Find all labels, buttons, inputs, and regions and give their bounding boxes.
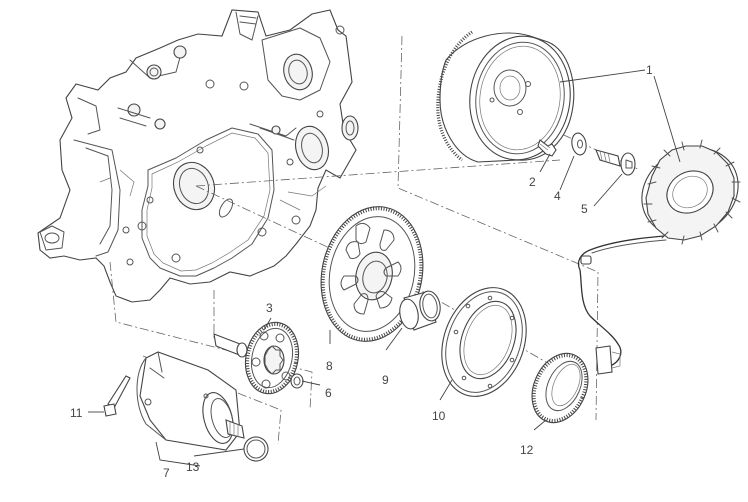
o-ring bbox=[243, 436, 269, 462]
stator bbox=[641, 139, 741, 245]
starter-screw bbox=[103, 375, 131, 417]
idler-washer bbox=[290, 373, 304, 389]
flywheel-rotor bbox=[436, 30, 575, 163]
stator-wiring-connector bbox=[577, 235, 667, 375]
idler-gear bbox=[244, 321, 300, 395]
idler-pin bbox=[213, 333, 248, 358]
callout-3: 3 bbox=[266, 301, 273, 315]
flywheel-bolt bbox=[595, 149, 636, 176]
callouts: 1 2 3 4 5 6 7 8 9 10 11 12 13 bbox=[70, 63, 653, 480]
callout-9: 9 bbox=[382, 373, 389, 387]
crankcase-half bbox=[37, 9, 359, 303]
callout-13: 13 bbox=[186, 460, 200, 474]
bushing bbox=[399, 290, 441, 331]
callout-5: 5 bbox=[581, 202, 588, 216]
freewheel-housing bbox=[441, 287, 527, 397]
leader-lines bbox=[88, 69, 681, 467]
callout-2: 2 bbox=[529, 175, 536, 189]
callout-1: 1 bbox=[646, 63, 653, 77]
callout-10: 10 bbox=[432, 409, 446, 423]
callout-4: 4 bbox=[554, 189, 561, 203]
callout-7: 7 bbox=[163, 466, 170, 480]
callout-11: 11 bbox=[70, 406, 83, 420]
washer bbox=[571, 132, 587, 156]
callout-8: 8 bbox=[326, 359, 333, 373]
callout-12: 12 bbox=[520, 443, 534, 457]
freewheel-clutch bbox=[531, 352, 589, 424]
starter-motor bbox=[136, 351, 245, 451]
callout-6: 6 bbox=[325, 386, 332, 400]
flywheel-screw bbox=[537, 139, 557, 157]
starter-ring-gear bbox=[320, 206, 424, 342]
